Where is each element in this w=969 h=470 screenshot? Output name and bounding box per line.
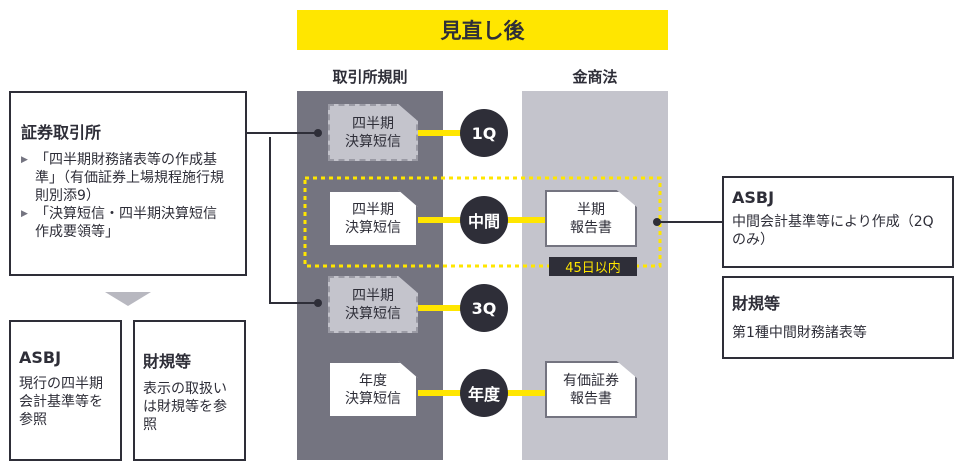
box-text: 現行の四半期会計基準等を参照: [19, 376, 103, 428]
deadline-tag: 45日以内: [549, 257, 637, 276]
exchange-box: 証券取引所 ▶「四半期財務諸表等の作成基準」（有価証券上場規程施行規則別添9） …: [9, 91, 247, 276]
link-bar: [418, 130, 468, 136]
box-text: 第1種中間財務諸表等: [732, 325, 867, 341]
column-header-fiea: 金商法: [572, 68, 618, 86]
fiea-doc-semiannual-report: 半期 報告書: [545, 190, 637, 247]
exchange-box-title: 証券取引所: [21, 123, 102, 142]
interim-highlight-frame: [303, 176, 662, 268]
bullet-icon: ▶: [21, 155, 28, 165]
financial-rules-interim-box: 財規等 第1種中間財務諸表等: [722, 276, 954, 359]
period-badge-1q: 1Q: [460, 109, 508, 157]
box-title: 財規等: [732, 294, 781, 313]
down-arrow-icon: [105, 292, 151, 306]
box-text: 表示の取扱いは財規等を参照: [143, 381, 227, 433]
box-title: ASBJ: [732, 188, 775, 207]
box-text: 中間会計基準等により作成（2Qのみ）: [732, 214, 934, 248]
bullet-icon: ▶: [21, 209, 28, 219]
list-item: ▶「四半期財務諸表等の作成基準」（有価証券上場規程施行規則別添9）: [21, 152, 224, 204]
exchange-doc-1q: 四半期 決算短信: [328, 104, 418, 161]
exchange-doc-3q: 四半期 決算短信: [328, 276, 418, 333]
period-badge-annual: 年度: [460, 369, 508, 417]
period-badge-interim: 中間: [460, 196, 508, 244]
period-badge-3q: 3Q: [460, 284, 508, 332]
link-bar: [418, 305, 468, 311]
asbj-interim-box: ASBJ 中間会計基準等により作成（2Qのみ）: [722, 176, 954, 268]
exchange-doc-annual: 年度 決算短信: [328, 361, 418, 418]
asbj-current-box: ASBJ 現行の四半期会計基準等を参照: [9, 320, 122, 461]
list-item: ▶「決算短信・四半期決算短信 作成要領等」: [21, 206, 231, 240]
fiea-doc-securities-report: 有価証券 報告書: [545, 361, 637, 418]
column-header-exchange-rules: 取引所規則: [332, 68, 408, 86]
page-title: 見直し後: [297, 10, 668, 50]
financial-rules-current-box: 財規等 表示の取扱いは財規等を参照: [133, 320, 246, 461]
exchange-doc-interim: 四半期 決算短信: [328, 190, 418, 247]
box-title: 財規等: [143, 352, 192, 371]
box-title: ASBJ: [19, 348, 62, 367]
